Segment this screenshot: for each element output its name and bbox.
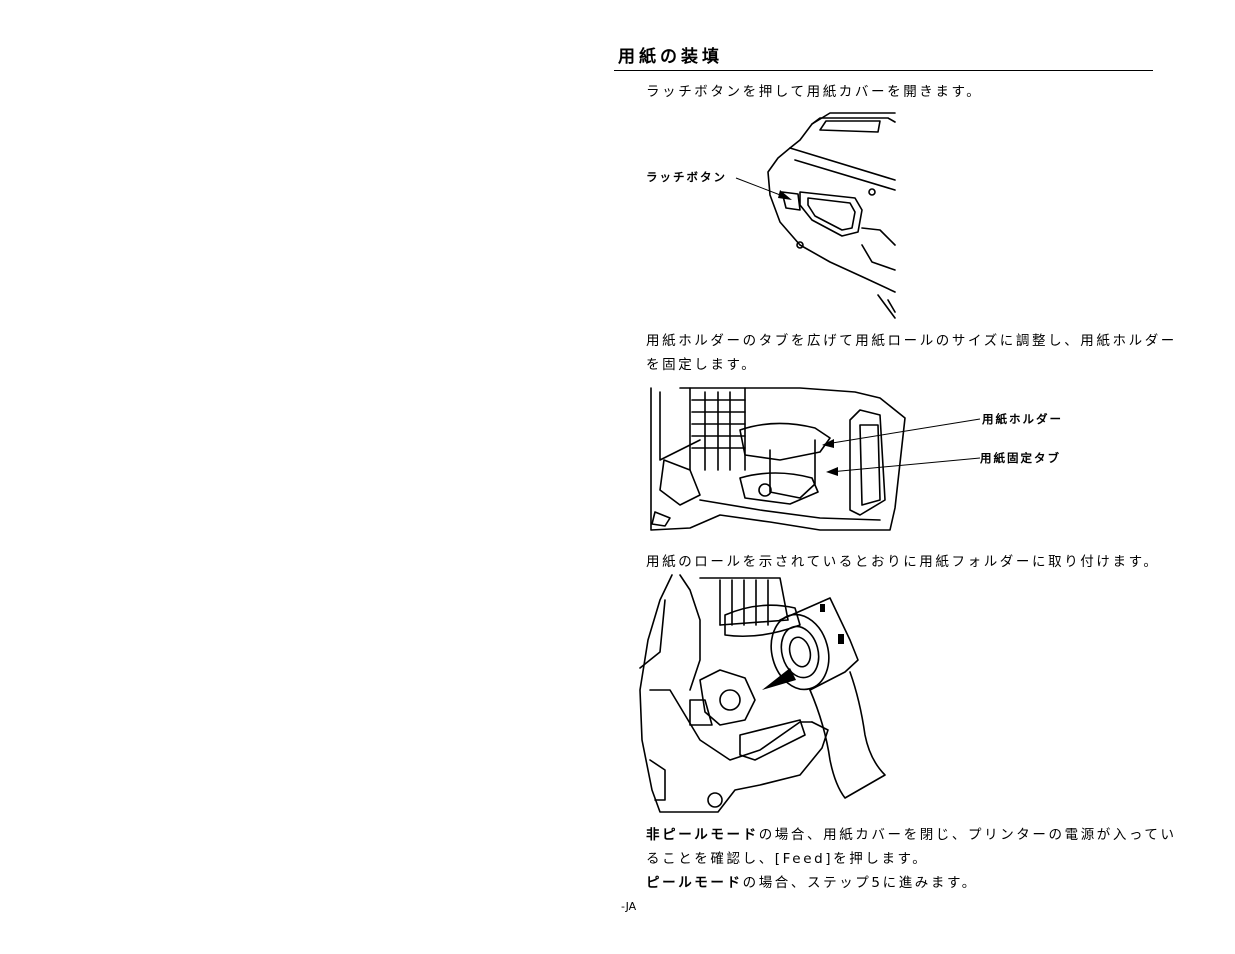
step2-line1: 用紙ホルダーのタブを広げて用紙ロールのサイズに調整し、用紙ホルダー: [646, 333, 1177, 349]
callout-latch-button: ラッチボタン: [646, 170, 727, 184]
step4-line2: ることを確認し、[Feed]を押します。: [646, 851, 929, 867]
step4-line1: 非ピールモードの場合、用紙カバーを閉じ、プリンターの電源が入ってい: [646, 823, 1177, 843]
step4-line1-rest: の場合、用紙カバーを閉じ、プリンターの電源が入ってい: [758, 827, 1177, 843]
step1-text: ラッチボタンを押して用紙カバーを開きます。: [646, 84, 983, 100]
page-label: -JA: [621, 900, 637, 913]
callout-media-lock-tab: 用紙固定タブ: [980, 451, 1061, 465]
title-underline: [614, 70, 1153, 71]
section-title: 用紙の装填: [618, 47, 723, 67]
callout-media-holder: 用紙ホルダー: [982, 412, 1063, 426]
step3-text: 用紙のロールを示されているとおりに用紙フォルダーに取り付けます。: [646, 554, 1160, 570]
step5-line: ピールモードの場合、ステップ5に進みます。: [646, 871, 978, 891]
step2-line2: を固定します。: [646, 357, 758, 373]
non-peel-mode-label: 非ピールモード: [646, 827, 759, 843]
peel-mode-label: ピールモード: [646, 875, 743, 891]
step5-rest: の場合、ステップ5に進みます。: [742, 875, 978, 891]
